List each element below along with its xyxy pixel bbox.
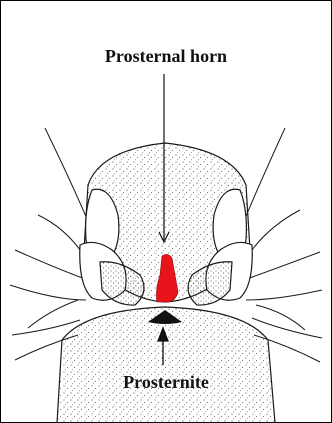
body-segment xyxy=(57,307,275,423)
